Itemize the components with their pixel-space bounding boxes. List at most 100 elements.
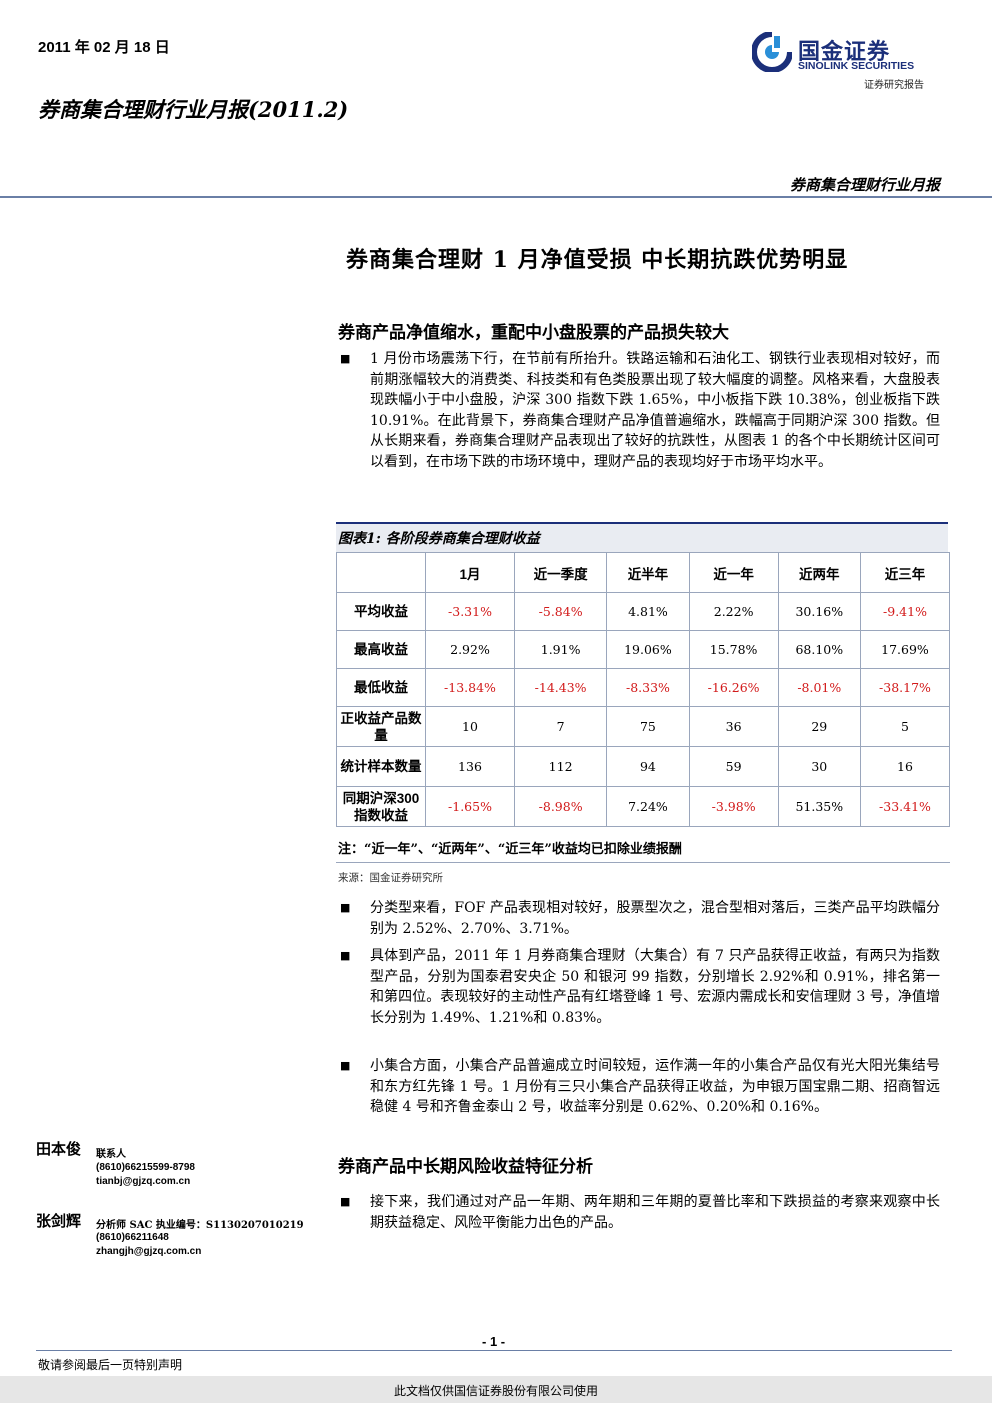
row-header: 正收益产品数量: [336, 706, 426, 747]
table-cell: -8.98%: [513, 786, 608, 827]
table-cell: 68.10%: [777, 630, 861, 669]
table-row: 最低收益 -13.84% -14.43% -8.33% -16.26% -8.0…: [336, 668, 951, 707]
analyst-phone: (8610)66211648: [96, 1232, 169, 1243]
table-row: 统计样本数量 136 112 94 59 30 16: [336, 746, 951, 787]
table-corner-cell: [336, 552, 426, 593]
bullet-paragraph: ■ 1 月份市场震荡下行，在节前有所抬升。铁路运输和石油化工、钢铁行业表现相对较…: [336, 349, 940, 473]
section-heading-risk-return: 券商产品中长期风险收益特征分析: [338, 1157, 593, 1177]
table-cell: 112: [513, 746, 608, 787]
paragraph-text: 分类型来看，FOF 产品表现相对较好，股票型次之，混合型相对落后，三类产品平均跌…: [370, 900, 940, 937]
footer-divider: [36, 1350, 952, 1351]
table-source: 来源：国金证券研究所: [338, 872, 443, 884]
disclaimer-note: 敬请参阅最后一页特别声明: [38, 1358, 183, 1372]
logo-name-en: SINOLINK SECURITIES: [798, 60, 915, 72]
bullet-paragraph: ■ 小集合方面，小集合产品普遍成立时间较短，运作满一年的小集合产品仅有光大阳光集…: [336, 1056, 940, 1118]
column-header: 近两年: [777, 552, 861, 593]
table-cell: 30: [777, 746, 861, 787]
row-header: 统计样本数量: [336, 746, 426, 787]
bullet-square-icon: ■: [340, 352, 351, 365]
table-row: 平均收益 -3.31% -5.84% 4.81% 2.22% 30.16% -9…: [336, 592, 951, 631]
paragraph-text: 具体到产品，2011 年 1 月券商集合理财（大集合）有 7 只产品获得正收益，…: [370, 948, 940, 1026]
table-cell: 19.06%: [606, 630, 690, 669]
analyst-email: tianbj@gjzq.com.cn: [96, 1176, 191, 1187]
bullet-square-icon: ■: [340, 901, 351, 914]
column-header: 近一年: [688, 552, 779, 593]
column-header: 1月: [425, 552, 515, 593]
logo-emblem-icon: [752, 32, 792, 72]
report-category-label: 券商集合理财行业月报: [789, 176, 940, 194]
paragraph-text: 接下来，我们通过对产品一年期、两年期和三年期的夏普比率和下跌损益的考察来观察中长…: [370, 1194, 940, 1231]
table-cell: 1.91%: [513, 630, 608, 669]
table-cell: 4.81%: [606, 592, 690, 631]
table-cell: -13.84%: [425, 668, 515, 707]
table-divider: [336, 862, 950, 863]
table-cell: 17.69%: [859, 630, 951, 669]
bullet-paragraph: ■ 具体到产品，2011 年 1 月券商集合理财（大集合）有 7 只产品获得正收…: [336, 946, 940, 1028]
table-cell: -5.84%: [513, 592, 608, 631]
bullet-paragraph: ■ 接下来，我们通过对产品一年期、两年期和三年期的夏普比率和下跌损益的考察来观察…: [336, 1192, 940, 1233]
bullet-square-icon: ■: [340, 949, 351, 962]
returns-table: 1月 近一季度 近半年 近一年 近两年 近三年 平均收益 -3.31% -5.8…: [336, 552, 951, 827]
table-cell: -8.33%: [606, 668, 690, 707]
section-heading-net-value: 券商产品净值缩水，重配中小盘股票的产品损失较大: [338, 323, 729, 343]
row-header: 平均收益: [336, 592, 426, 631]
bullet-square-icon: ■: [340, 1195, 351, 1208]
paragraph-text: 1 月份市场震荡下行，在节前有所抬升。铁路运输和石油化工、钢铁行业表现相对较好，…: [370, 351, 940, 470]
table-cell: 2.22%: [688, 592, 779, 631]
table-cell: -9.41%: [859, 592, 951, 631]
report-title: 券商集合理财行业月报(2011.2): [38, 97, 349, 122]
logo-subtitle: 证券研究报告: [864, 80, 924, 91]
table-cell: -16.26%: [688, 668, 779, 707]
usage-notice: 此文档仅供国信证券股份有限公司使用: [393, 1384, 598, 1398]
analyst-name: 田本俊: [36, 1140, 82, 1158]
table-cell: -38.17%: [859, 668, 951, 707]
column-header: 近三年: [859, 552, 951, 593]
table-cell: 36: [688, 706, 779, 747]
company-logo: 国金证券 SINOLINK SECURITIES 证券研究报告: [752, 30, 952, 92]
table-cell: 2.92%: [425, 630, 515, 669]
table-cell: 5: [859, 706, 951, 747]
report-headline: 券商集合理财 1 月净值受损 中长期抗跌优势明显: [346, 247, 849, 273]
table-row: 最高收益 2.92% 1.91% 19.06% 15.78% 68.10% 17…: [336, 630, 951, 669]
logo-name-cn: 国金证券: [798, 39, 891, 65]
header-divider: [0, 196, 992, 198]
table-title-bar: 图表1: 各阶段券商集合理财收益: [336, 522, 948, 552]
page-number: - 1 -: [482, 1334, 506, 1349]
analyst-role: 分析师 SAC 执业编号：S1130207010219: [96, 1220, 304, 1231]
analyst-email: zhangjh@gjzq.com.cn: [96, 1246, 202, 1257]
footer-band: 此文档仅供国信证券股份有限公司使用: [0, 1376, 992, 1403]
paragraph-text: 小集合方面，小集合产品普遍成立时间较短，运作满一年的小集合产品仅有光大阳光集结号…: [370, 1058, 940, 1116]
column-header: 近一季度: [513, 552, 608, 593]
report-date: 2011 年 02 月 18 日: [38, 39, 170, 56]
table-cell: 75: [606, 706, 690, 747]
row-header: 最低收益: [336, 668, 426, 707]
table-cell: 94: [606, 746, 690, 787]
table-cell: 15.78%: [688, 630, 779, 669]
bullet-paragraph: ■ 分类型来看，FOF 产品表现相对较好，股票型次之，混合型相对落后，三类产品平…: [336, 898, 940, 939]
table-header-row: 1月 近一季度 近半年 近一年 近两年 近三年: [336, 552, 951, 593]
analyst-role: 联系人: [96, 1149, 126, 1160]
table-row: 同期沪深300指数收益 -1.65% -8.98% 7.24% -3.98% 5…: [336, 786, 951, 827]
table-title: 图表1: 各阶段券商集合理财收益: [338, 531, 540, 547]
table-row: 正收益产品数量 10 7 75 36 29 5: [336, 706, 951, 747]
table-cell: 7.24%: [606, 786, 690, 827]
table-cell: 59: [688, 746, 779, 787]
table-cell: 10: [425, 706, 515, 747]
table-note: 注：“近一年”、“近两年”、“近三年”收益均已扣除业绩报酬: [338, 842, 682, 857]
table-cell: 16: [859, 746, 951, 787]
table-cell: 136: [425, 746, 515, 787]
table-cell: -3.31%: [425, 592, 515, 631]
column-header: 近半年: [606, 552, 690, 593]
table-cell: -1.65%: [425, 786, 515, 827]
table-cell: -3.98%: [688, 786, 779, 827]
table-cell: -14.43%: [513, 668, 608, 707]
table-cell: -8.01%: [777, 668, 861, 707]
table-cell: 7: [513, 706, 608, 747]
bullet-square-icon: ■: [340, 1059, 351, 1072]
row-header: 最高收益: [336, 630, 426, 669]
table-cell: -33.41%: [859, 786, 951, 827]
table-cell: 29: [777, 706, 861, 747]
analyst-phone: (8610)66215599-8798: [96, 1162, 195, 1173]
table-cell: 30.16%: [777, 592, 861, 631]
row-header: 同期沪深300指数收益: [336, 786, 426, 827]
